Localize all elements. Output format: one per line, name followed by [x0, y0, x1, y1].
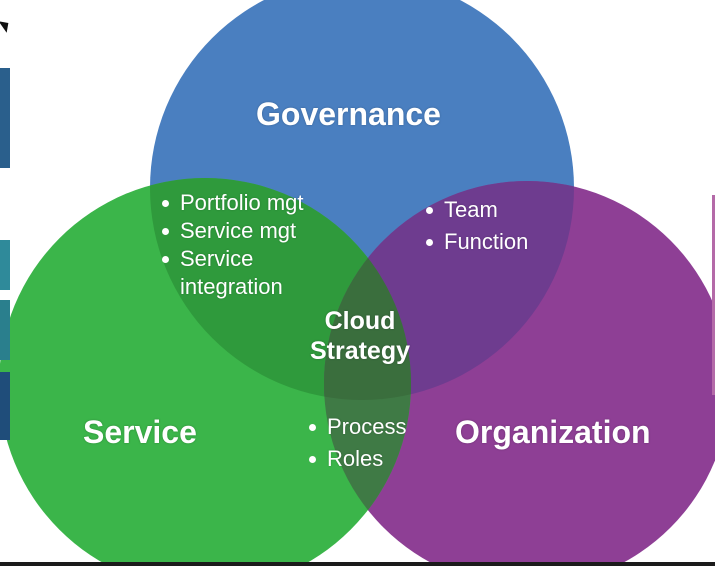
center-label-line1: Cloud	[324, 307, 396, 335]
organization-label: Organization	[455, 414, 651, 450]
left-edge-panel	[0, 300, 10, 360]
governance-organization-list: Team Function	[422, 196, 528, 256]
service-organization-list: Process Roles	[305, 413, 406, 473]
left-edge-panel	[0, 372, 10, 440]
list-item: Portfolio mgt	[158, 189, 304, 217]
list-item: Roles	[305, 445, 406, 473]
governance-label: Governance	[256, 96, 441, 132]
list-item: Team	[422, 196, 528, 224]
governance-service-list: Portfolio mgt Service mgt Service integr…	[158, 189, 304, 301]
list-item: Process	[305, 413, 406, 441]
service-label: Service	[83, 414, 197, 450]
left-edge-panel	[0, 240, 10, 290]
list-item: Function	[422, 228, 528, 256]
center-label-line2: Strategy	[309, 337, 411, 365]
center-label: Cloud Strategy	[298, 306, 422, 366]
right-edge-panel	[712, 195, 715, 395]
list-item: Service integration	[158, 245, 304, 301]
left-edge-panel	[0, 68, 10, 168]
bottom-border	[0, 562, 715, 566]
list-item: Service mgt	[158, 217, 304, 245]
